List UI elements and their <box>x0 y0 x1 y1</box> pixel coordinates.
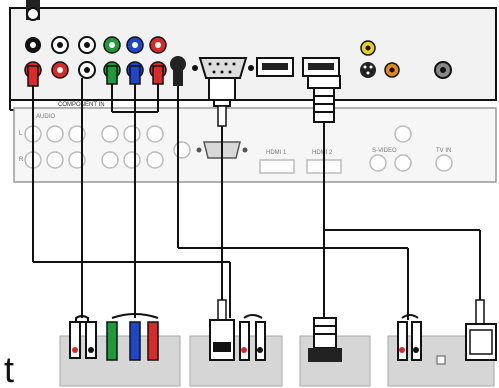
rca-row-top <box>25 36 167 54</box>
component-plugs-icon <box>106 313 159 361</box>
hdmi-port-2-icon <box>302 57 340 77</box>
source-devices <box>59 335 495 387</box>
vga-plug-right-icon <box>465 299 497 361</box>
rca-jack-8-icon <box>51 61 69 79</box>
panel-audio-jacks <box>24 125 86 169</box>
r-label: R <box>19 157 24 163</box>
vga-plug-bottom-icon <box>209 299 235 361</box>
pc-source-box <box>189 335 283 387</box>
audio-plug-pair-2-icon <box>239 314 266 361</box>
panel-svideo-jacks <box>369 125 453 172</box>
hdmi-port-1-icon <box>256 57 294 77</box>
rca-jack-6-icon <box>149 36 167 54</box>
svideo-port-icon <box>360 62 376 78</box>
hdmi-plug-bottom-icon <box>308 317 342 362</box>
yellow-jack-icon <box>360 40 376 56</box>
audio-plug-pair-1-icon <box>69 315 97 359</box>
bottom-plugs <box>69 299 497 362</box>
panel-component-jacks <box>101 125 191 169</box>
top-plugs <box>27 60 341 127</box>
antenna-jack-icon <box>434 61 452 79</box>
audio-plug-pair-3-icon <box>397 314 422 361</box>
panel-hdmi-1-icon <box>259 159 295 174</box>
hdmi2-label: HDMI 2 <box>312 150 333 156</box>
rca-jack-3-icon <box>78 36 96 54</box>
rca-jack-4-icon <box>103 36 121 54</box>
tvin-label: TV IN <box>436 148 451 154</box>
rca-jack-5-icon <box>126 36 144 54</box>
rca-jack-2-icon <box>51 36 69 54</box>
tv-input-panel: AUDIO COMPONENT IN L R HDMI 1 HDMI 2 S-V… <box>13 102 497 183</box>
rca-jack-9-icon <box>78 61 96 79</box>
l-label: L <box>19 131 23 137</box>
rca-jack-1-icon <box>25 37 41 53</box>
svideo-label: S-VIDEO <box>372 148 397 154</box>
hdmi1-label: HDMI 1 <box>266 150 287 156</box>
corner-letter: t <box>4 349 14 388</box>
orange-jack-icon <box>384 62 400 78</box>
audio-label: AUDIO <box>36 114 55 120</box>
vga-port-icon <box>192 57 254 79</box>
